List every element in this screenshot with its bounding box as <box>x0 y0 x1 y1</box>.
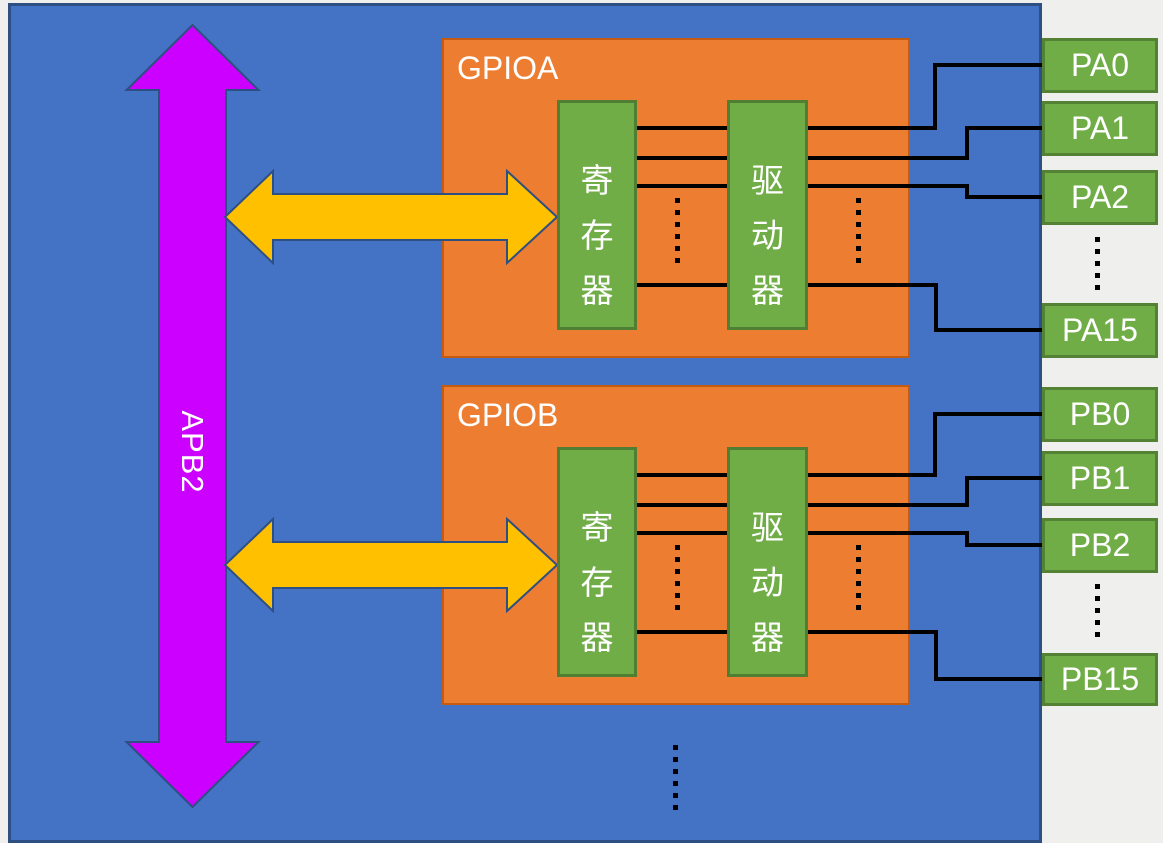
gpiob-driver-text: 驱动器 <box>751 509 784 656</box>
gpioa-title: GPIOA <box>457 50 559 86</box>
wire-pb1 <box>637 476 1042 507</box>
wire-pa0 <box>637 63 1042 130</box>
pin-pa2: PA2 <box>1042 170 1158 225</box>
ellipsis-gpioa-wires-icon <box>675 198 680 263</box>
gpiob-register-text: 寄存器 <box>580 509 614 656</box>
gpiob-driver-label: 驱动器 <box>730 500 805 665</box>
gpioa-register-block: 寄存器 <box>557 100 637 330</box>
gpiob-title: GPIOB <box>457 397 559 433</box>
pin-pa15: PA15 <box>1042 303 1158 358</box>
gpioa-driver-label: 驱动器 <box>730 153 805 318</box>
gpiob-register-block: 寄存器 <box>557 447 637 677</box>
ellipsis-pa-pins-icon <box>1095 237 1100 290</box>
gpiob-register-label: 寄存器 <box>560 500 634 665</box>
ellipsis-gpioa-output-icon <box>856 198 861 263</box>
ellipsis-gpiob-wires-icon <box>675 545 680 610</box>
pin-pa0: PA0 <box>1042 38 1158 93</box>
gpioa-register-text: 寄存器 <box>580 162 614 309</box>
ellipsis-gpiob-output-icon <box>856 545 861 610</box>
apb2-to-gpioa-arrow-icon <box>223 168 559 266</box>
pin-pb2: PB2 <box>1042 518 1158 573</box>
wire-pb0 <box>637 412 1042 477</box>
apb2-bus-arrow-icon <box>124 23 261 809</box>
pin-pb15: PB15 <box>1042 653 1158 706</box>
gpioa-register-label: 寄存器 <box>560 153 634 318</box>
pin-pa1: PA1 <box>1042 101 1158 156</box>
wire-pa15 <box>637 283 1042 332</box>
ellipsis-pb-pins-icon <box>1095 584 1100 639</box>
gpiob-driver-block: 驱动器 <box>727 447 808 677</box>
apb2-bus-label: APB2 <box>175 410 210 494</box>
apb2-to-gpiob-arrow-icon <box>223 516 559 614</box>
wire-pb2 <box>637 531 1042 547</box>
wire-pb15 <box>637 630 1042 681</box>
pin-pb0: PB0 <box>1042 387 1158 442</box>
wire-pa2 <box>637 184 1042 199</box>
pin-pb1: PB1 <box>1042 451 1158 506</box>
gpioa-driver-text: 驱动器 <box>751 162 784 309</box>
wire-pa1 <box>637 126 1042 160</box>
ellipsis-more-gpio-icon <box>673 745 678 810</box>
gpioa-driver-block: 驱动器 <box>727 100 808 330</box>
